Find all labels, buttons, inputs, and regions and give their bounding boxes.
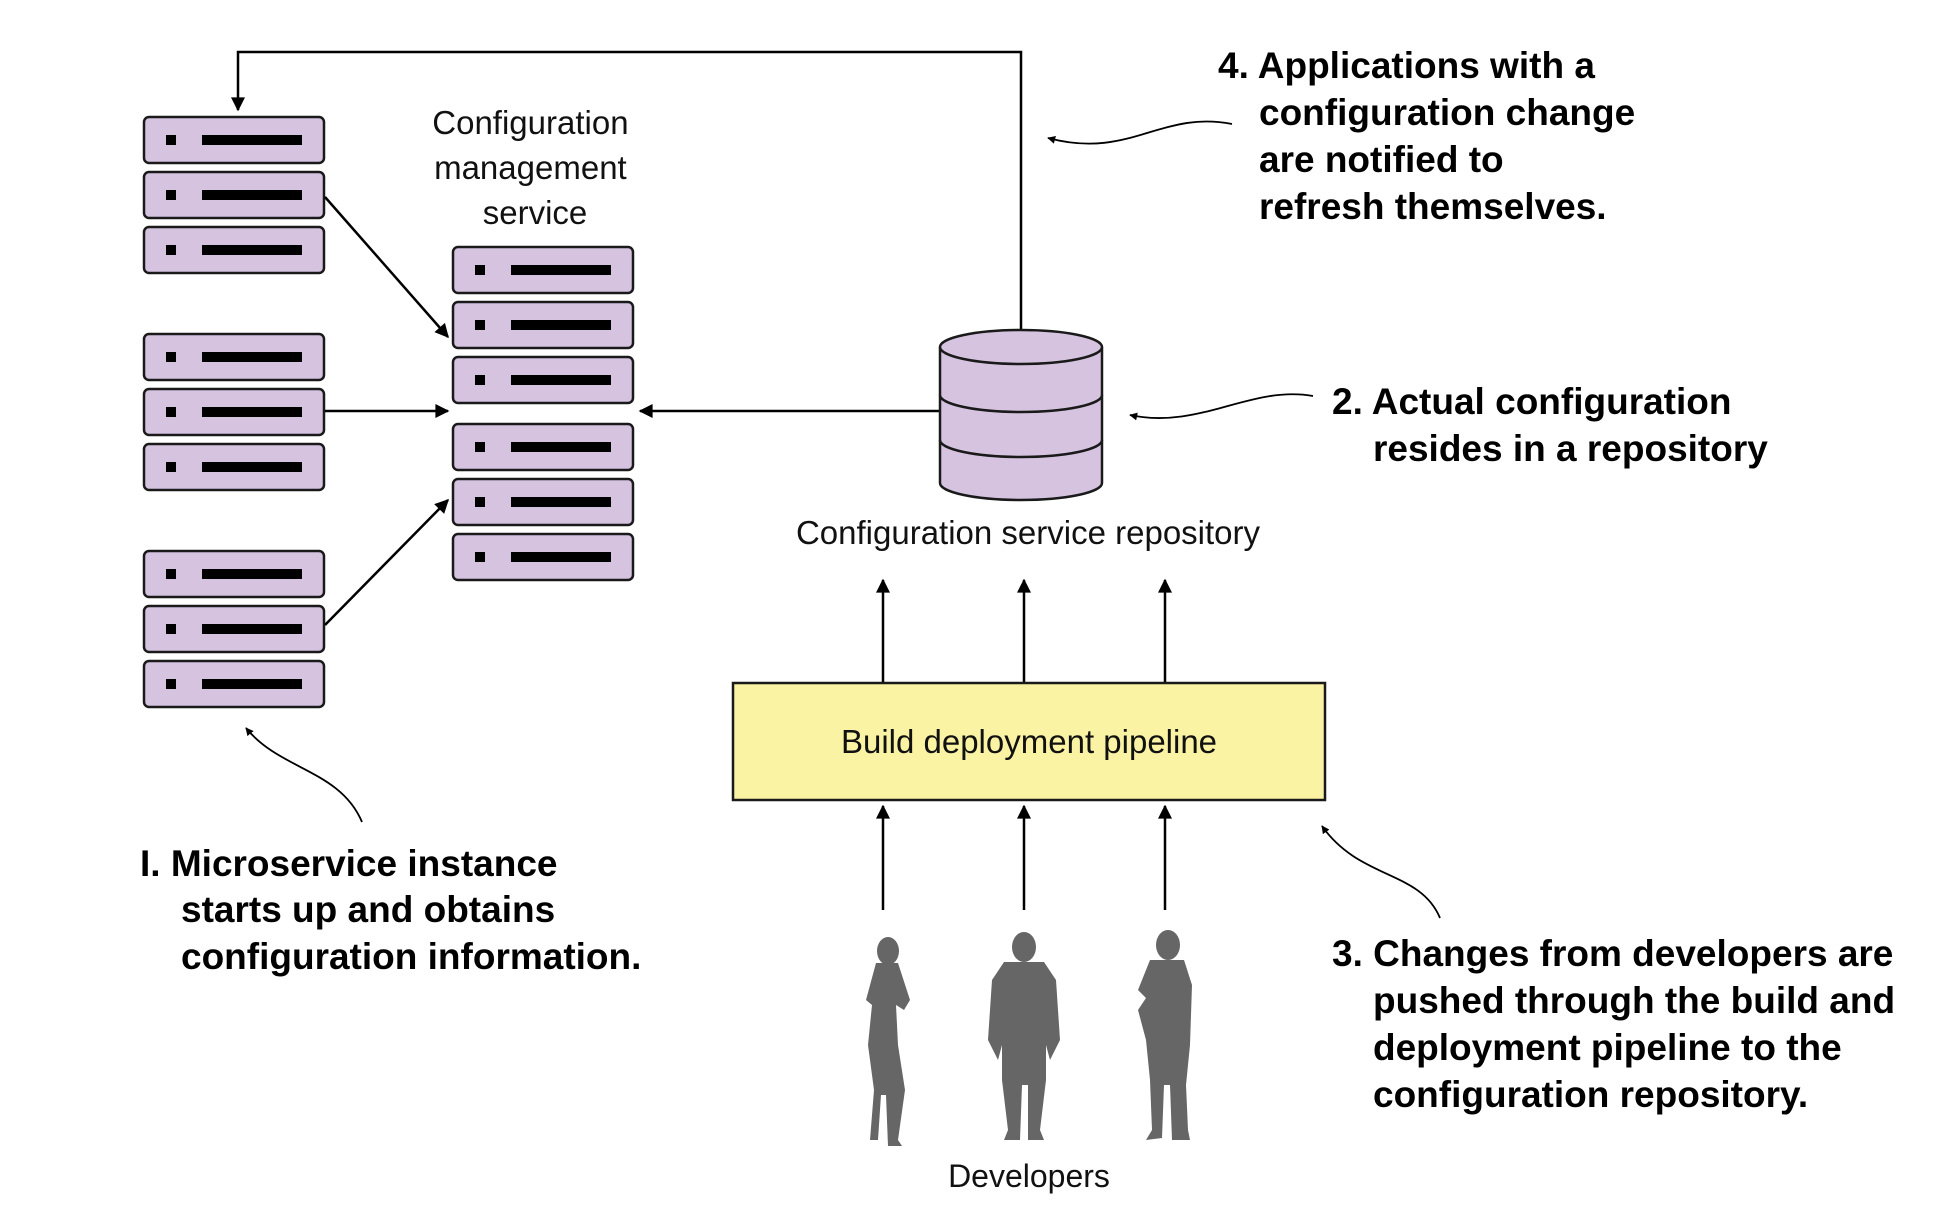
microservice-stack-bottom (142, 549, 326, 709)
server-unit-icon (142, 442, 326, 492)
microservice-stack-top (142, 115, 326, 275)
developer-man-arms-crossed-icon (1138, 930, 1192, 1140)
server-unit-icon (142, 170, 326, 220)
config-service-label: Configuration management service (432, 104, 637, 231)
server-unit-icon (451, 245, 635, 295)
server-unit-icon (451, 532, 635, 582)
callout-curve-4 (1047, 120, 1233, 145)
repository-database-icon (938, 328, 1104, 502)
note-2: 2. Actual configuration resides in a rep… (1332, 381, 1768, 469)
note-3: 3. Changes from developers are pushed th… (1332, 933, 1905, 1115)
developer-man-icon (988, 932, 1060, 1140)
server-unit-icon (451, 477, 635, 527)
repository-label: Configuration service repository (796, 514, 1261, 551)
developer-woman-icon (866, 937, 910, 1146)
server-unit-icon (142, 332, 326, 382)
arrow-stack1-to-service (324, 196, 449, 339)
microservice-stack-middle (142, 332, 326, 492)
note-4: 4. Applications with a configuration cha… (1218, 45, 1645, 227)
server-unit-icon (142, 659, 326, 709)
callout-curve-1 (245, 727, 363, 823)
server-unit-icon (142, 225, 326, 275)
callout-curve-2 (1129, 393, 1314, 421)
pipeline-label: Build deployment pipeline (841, 723, 1217, 760)
server-unit-icon (451, 422, 635, 472)
server-unit-icon (142, 115, 326, 165)
server-unit-icon (142, 549, 326, 599)
callout-curve-3 (1321, 825, 1441, 919)
server-unit-icon (142, 387, 326, 437)
note-1: I. Microservice instance starts up and o… (140, 843, 641, 977)
server-unit-icon (142, 604, 326, 654)
arrow-stack3-to-service (324, 499, 449, 626)
server-unit-icon (451, 355, 635, 405)
pipeline-box (731, 681, 1327, 802)
server-unit-icon (451, 300, 635, 350)
arrow-notify-loop (231, 50, 1023, 330)
developers-label: Developers (948, 1158, 1110, 1194)
config-service-stack (451, 245, 635, 582)
